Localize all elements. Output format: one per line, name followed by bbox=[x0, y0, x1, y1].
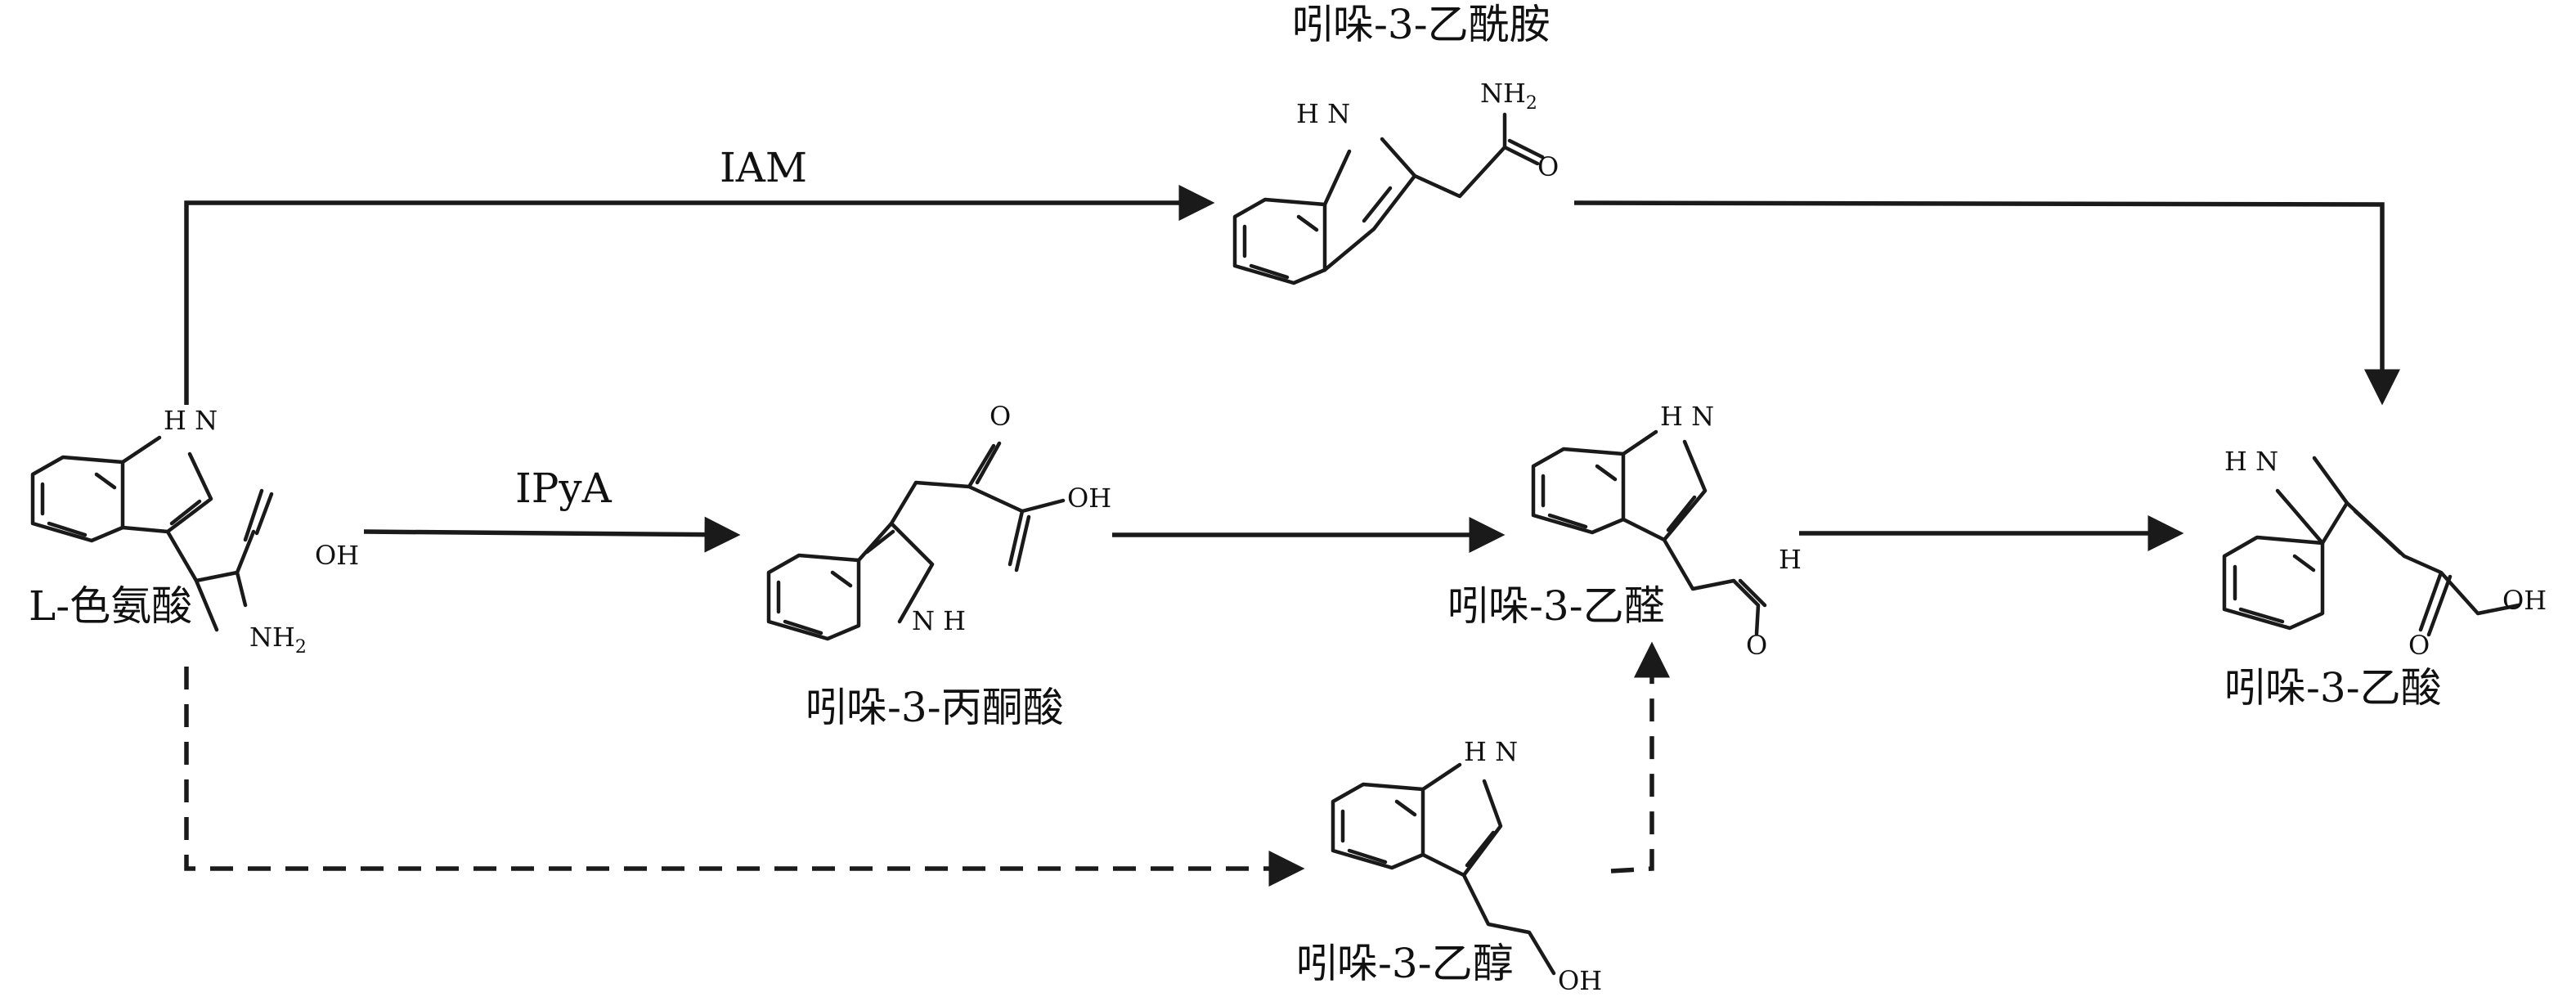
compound-indole-3-acetic-acid: H N O OH 吲哚-3-乙酸 bbox=[2222, 446, 2547, 712]
iaald-nh-label: H N bbox=[1660, 401, 1714, 432]
iaald-name: 吲哚-3-乙醛 bbox=[1447, 582, 1665, 630]
iaa-name: 吲哚-3-乙酸 bbox=[2224, 664, 2442, 712]
tol-name: 吲哚-3-乙醇 bbox=[1296, 940, 1514, 987]
tol-nh-label: H N bbox=[1464, 736, 1518, 767]
compound-l-tryptophan: H N OH NH2 L-色氨酸 bbox=[29, 405, 359, 658]
tol-oh-label: OH bbox=[1558, 965, 1602, 996]
iaa-nh-label: H N bbox=[2224, 446, 2278, 477]
ipya-nh-label: N H bbox=[912, 605, 966, 636]
ipya-name: 吲哚-3-丙酮酸 bbox=[806, 684, 1064, 731]
arrow-trp-to-ipya bbox=[363, 516, 741, 553]
arrow-trp-to-tol-dashed bbox=[184, 667, 1305, 887]
iam-o-label: O bbox=[1537, 151, 1559, 182]
arrow-tol-to-iaald-dashed bbox=[1610, 641, 1670, 874]
label-iam: IAM bbox=[720, 144, 807, 191]
arrow-iam-pathway bbox=[184, 185, 1215, 405]
iam-name: 吲哚-3-乙酰胺 bbox=[1292, 1, 1551, 48]
iaald-o-label: O bbox=[1746, 630, 1767, 661]
compound-indole-3-ethanol: H N OH 吲哚-3-乙醇 bbox=[1296, 736, 1602, 996]
iaald-h-label: H bbox=[1779, 544, 1802, 575]
trp-nh2-label: NH2 bbox=[249, 622, 307, 658]
arrow-iam-to-iaa bbox=[1573, 200, 2400, 406]
compound-indole-3-pyruvic-acid: N H O OH 吲哚-3-丙酮酸 bbox=[766, 401, 1111, 731]
ipya-oh-label: OH bbox=[1067, 483, 1111, 514]
trp-oh-label: OH bbox=[315, 540, 359, 571]
trp-nh-label: H N bbox=[164, 405, 218, 436]
ipya-o-label: O bbox=[990, 401, 1011, 432]
iam-nh-label: H N bbox=[1296, 98, 1350, 129]
label-ipya: IPyA bbox=[515, 465, 613, 512]
iaa-oh-label: OH bbox=[2502, 585, 2547, 616]
iam-nh2-label: NH2 bbox=[1480, 78, 1537, 114]
compound-indole-3-acetaldehyde: H N H O 吲哚-3-乙醛 bbox=[1447, 401, 1802, 661]
compound-indole-3-acetamide: H N NH2 O 吲哚-3-乙酰胺 bbox=[1232, 1, 1559, 285]
iaa-o-label: O bbox=[2408, 630, 2430, 661]
trp-name: L-色氨酸 bbox=[29, 582, 192, 630]
